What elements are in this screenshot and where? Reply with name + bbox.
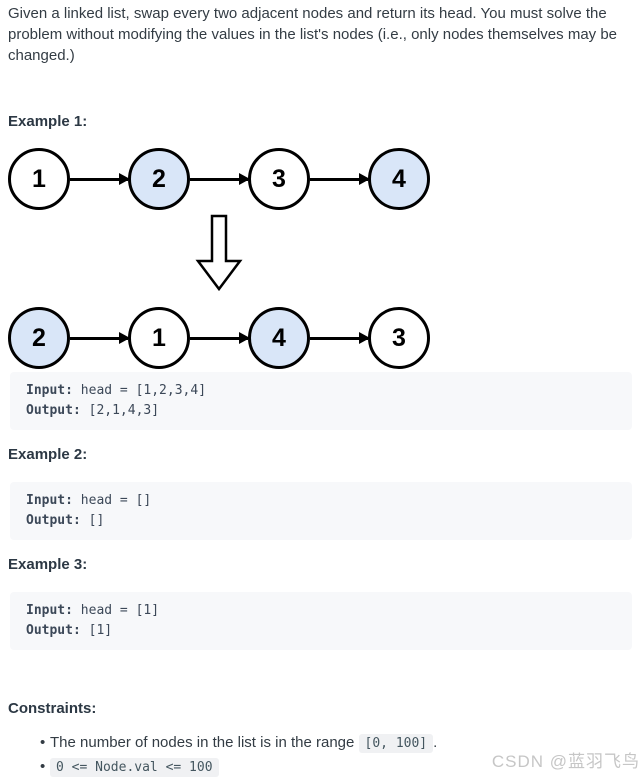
list-node: 1 [128, 307, 190, 369]
constraint-item: 0 <= Node.val <= 100 [8, 755, 608, 779]
list-node: 2 [8, 307, 70, 369]
csdn-watermark: CSDN @蓝羽飞鸟 [491, 752, 640, 771]
list-node: 4 [248, 307, 310, 369]
output-label: Output: [26, 513, 81, 528]
next-pointer-arrow-icon [310, 172, 370, 185]
list-node: 3 [248, 148, 310, 210]
transform-down-arrow-icon [194, 214, 244, 297]
input-label: Input: [26, 383, 73, 398]
input-label: Input: [26, 603, 73, 618]
input-value: head = [] [72, 493, 152, 508]
constraint-text: The number of nodes in the list is in th… [50, 734, 359, 751]
example-1-heading: Example 1: [8, 113, 88, 130]
list-node: 1 [8, 148, 70, 210]
constraint-code: [0, 100] [358, 734, 434, 753]
example-2-io-block: Input: head = [] Output: [] [10, 482, 632, 540]
output-label: Output: [26, 623, 81, 638]
input-value: head = [1] [72, 603, 160, 618]
list-node: 4 [368, 148, 430, 210]
input-value: head = [1,2,3,4] [72, 383, 207, 398]
constraint-item: The number of nodes in the list is in th… [8, 731, 608, 755]
list-node: 2 [128, 148, 190, 210]
constraints-list: The number of nodes in the list is in th… [8, 731, 608, 779]
next-pointer-arrow-icon [310, 331, 370, 344]
next-pointer-arrow-icon [190, 172, 250, 185]
output-value: [1] [80, 623, 113, 638]
list-node: 3 [368, 307, 430, 369]
next-pointer-arrow-icon [190, 331, 250, 344]
output-label: Output: [26, 403, 81, 418]
input-label: Input: [26, 493, 73, 508]
problem-description: Given a linked list, swap every two adja… [8, 5, 618, 64]
example-3-heading: Example 3: [8, 556, 88, 573]
constraint-text: . [433, 734, 438, 751]
example-3-io-block: Input: head = [1] Output: [1] [10, 592, 632, 650]
output-value: [2,1,4,3] [80, 403, 160, 418]
constraint-code: 0 <= Node.val <= 100 [50, 758, 219, 777]
example-2-heading: Example 2: [8, 446, 88, 463]
output-value: [] [80, 513, 105, 528]
example-1-io-block: Input: head = [1,2,3,4] Output: [2,1,4,3… [10, 372, 632, 430]
constraints-heading: Constraints: [8, 700, 97, 717]
next-pointer-arrow-icon [70, 172, 130, 185]
next-pointer-arrow-icon [70, 331, 130, 344]
